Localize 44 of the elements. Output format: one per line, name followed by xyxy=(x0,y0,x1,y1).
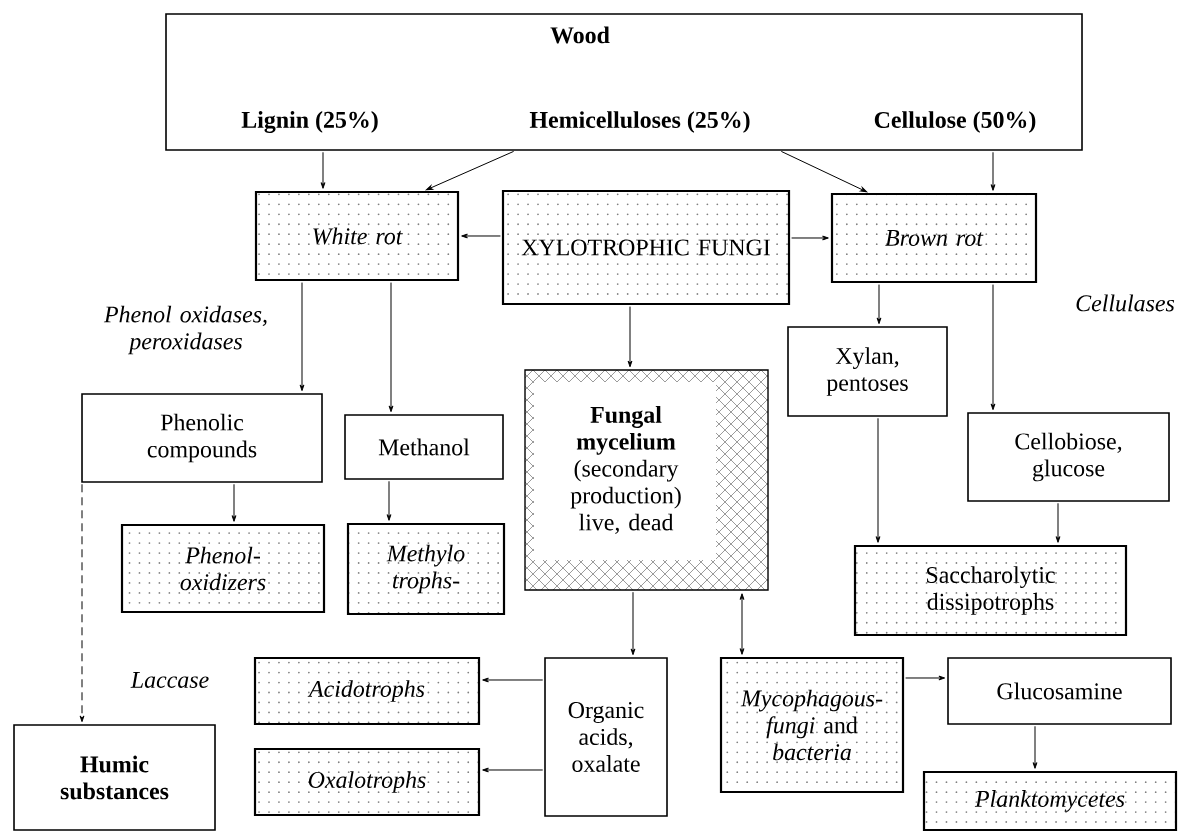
arrow xyxy=(780,150,868,193)
arrow xyxy=(482,677,544,683)
arrow xyxy=(875,417,881,543)
arrow xyxy=(388,282,394,413)
arrow xyxy=(905,675,946,681)
arrow xyxy=(1055,502,1061,543)
arrow xyxy=(320,151,326,189)
organism-box: Saccharolytic dissipotrophs xyxy=(853,544,1128,637)
organism-box: White rot xyxy=(254,190,460,282)
arrow xyxy=(79,483,85,723)
wood-box: Wood Lignin (25%) Hemicelluloses (25%) Cellulose (50%) xyxy=(165,13,1083,151)
enzyme-label: Cellulases xyxy=(1076,294,1175,312)
arrow xyxy=(461,233,501,239)
arrow xyxy=(630,591,636,656)
arrow xyxy=(876,284,882,325)
arrow xyxy=(627,306,633,368)
mycelium-box: Fungal mycelium (secondary production) live, dead xyxy=(524,369,769,591)
organism-box: Brown rot xyxy=(830,192,1038,284)
product-box: Methanol xyxy=(344,414,504,480)
enzyme-label: Phenol oxidases, peroxidases xyxy=(103,305,267,355)
arrow xyxy=(990,284,996,411)
organism-box: Phenol- oxidizers xyxy=(120,523,326,614)
arrow xyxy=(990,151,996,191)
arrow xyxy=(299,282,305,392)
enzyme-label: Laccase xyxy=(130,672,209,688)
product-box: Phenolic compounds xyxy=(81,393,323,483)
arrow xyxy=(386,480,392,521)
product-box: Glucosamine xyxy=(947,657,1172,725)
organism-box: Methylo trophs- xyxy=(346,522,506,616)
arrow xyxy=(425,150,515,191)
organism-box: Oxalotrophs xyxy=(253,747,481,817)
arrow xyxy=(791,235,829,241)
arrow xyxy=(739,593,745,655)
product-box: Cellobiose, glucose xyxy=(967,412,1170,502)
organism-box: Mycophagous- fungi and bacteria xyxy=(719,656,905,794)
arrow xyxy=(1032,725,1038,769)
arrow xyxy=(482,767,544,773)
product-box: Humic substances xyxy=(13,724,216,831)
organism-box: XYLOTROPHIC FUNGI xyxy=(501,189,791,306)
arrow xyxy=(231,483,237,522)
product-box: Organic acids, oxalate xyxy=(544,657,668,817)
organism-box: Acidotrophs xyxy=(253,656,481,726)
organism-box: Planktomycetes xyxy=(922,770,1178,832)
product-box: Xylan, pentoses xyxy=(787,326,948,417)
